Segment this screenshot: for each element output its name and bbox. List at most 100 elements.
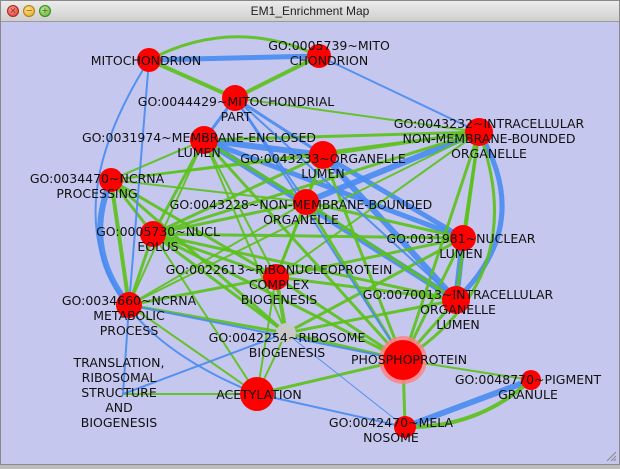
zoom-icon[interactable]: + <box>39 5 51 17</box>
edge-go42254-go31981[interactable] <box>284 236 465 335</box>
node-label-line: ORGANELLE <box>420 302 496 317</box>
node-go42254[interactable] <box>276 323 296 343</box>
edge-go43228-go31981[interactable] <box>304 200 465 240</box>
node-label-line: CHONDRION <box>290 53 369 68</box>
edge-go43232-go70013[interactable] <box>453 129 505 303</box>
edge-go34660-go43232[interactable] <box>128 131 480 306</box>
edge-acetyl-go42470[interactable] <box>256 393 406 428</box>
minimize-icon[interactable]: − <box>23 5 35 17</box>
node-go31974[interactable] <box>190 126 218 154</box>
edge-go43228-go5730[interactable] <box>151 200 308 236</box>
edge-go22613-phospho[interactable] <box>274 275 405 362</box>
node-go5739[interactable] <box>307 44 331 68</box>
edge-go31974-go43233[interactable] <box>201 137 326 158</box>
edge-go43228-go22613[interactable] <box>274 200 308 279</box>
edge-go31974-go43232[interactable] <box>202 130 481 142</box>
edge-go34660-phospho[interactable] <box>128 304 404 361</box>
node-phospho[interactable] <box>383 340 423 380</box>
edge-go34470-go34660[interactable] <box>97 177 132 308</box>
edge-go5739-go43232[interactable] <box>318 55 480 133</box>
edge-go31974-phospho[interactable] <box>202 138 405 362</box>
node-label-line: GO:0048770~PIGMENT <box>455 372 602 387</box>
node-go5730[interactable] <box>140 221 166 247</box>
edge-go31974-go34660[interactable] <box>128 139 205 306</box>
node-mito[interactable] <box>137 48 161 72</box>
node-go43233[interactable] <box>309 141 337 169</box>
node-label-line: NOSOME <box>363 430 419 445</box>
edge-go42254-transl[interactable] <box>122 332 287 395</box>
edge-go43232-go22613[interactable] <box>275 131 480 278</box>
node-go22613[interactable] <box>263 264 289 290</box>
node-acetyl[interactable] <box>240 377 274 411</box>
node-go43228[interactable] <box>293 189 319 215</box>
edge-mito-go44429[interactable] <box>147 58 237 100</box>
node-go42470[interactable] <box>394 416 416 438</box>
edge-go43233-go31981[interactable] <box>320 152 466 241</box>
node-go48770[interactable] <box>521 370 541 390</box>
edge-go43228-go34660[interactable] <box>128 201 307 306</box>
edge-go34660-transl[interactable] <box>122 304 130 395</box>
node-go34660[interactable] <box>116 292 142 318</box>
edge-go42254-go70013[interactable] <box>284 298 458 335</box>
node-label-line: GO:0005730~NUCL <box>96 224 220 239</box>
edge-mito-go5739[interactable] <box>147 35 321 62</box>
resize-grip-icon[interactable] <box>605 450 617 462</box>
edge-go42254-go42470[interactable] <box>285 332 406 428</box>
edge-go48770-go42470[interactable] <box>402 377 534 430</box>
edge-go5739-go44429[interactable] <box>233 54 321 100</box>
edge-go43232-go70013[interactable] <box>454 130 481 302</box>
node-label-line: ORGANELLE <box>451 146 527 161</box>
window-titlebar[interactable]: × − + EM1_Enrichment Map <box>1 1 619 22</box>
node-go31981[interactable] <box>450 225 476 251</box>
edge-mito-acetyl[interactable] <box>94 59 258 395</box>
edge-go43232-phospho[interactable] <box>401 130 481 362</box>
edge-go5730-go22613[interactable] <box>151 232 278 279</box>
node-label-line: ORGANELLE <box>263 212 339 227</box>
edge-go43232-phospho[interactable] <box>401 130 497 362</box>
edge-go34660-acetyl[interactable] <box>128 304 258 395</box>
node-label-line: LUMEN <box>177 145 221 160</box>
edge-go5730-go42254[interactable] <box>151 232 288 335</box>
node-go34470[interactable] <box>99 168 123 192</box>
edge-go22613-acetyl[interactable] <box>256 276 277 395</box>
edge-go44429-go43233[interactable] <box>233 96 325 157</box>
edge-go31974-go22613[interactable] <box>203 139 277 278</box>
close-icon[interactable]: × <box>7 5 19 17</box>
node-label-line: LUMEN <box>439 246 483 261</box>
edge-go31974-go34470[interactable] <box>110 139 205 181</box>
node-label-line: GO:0043233~ORGANELLE <box>240 151 406 166</box>
edge-go34470-go34660[interactable] <box>109 178 131 307</box>
edge-go34470-go42254[interactable] <box>109 178 288 335</box>
edge-go42470-go48770[interactable] <box>403 378 533 430</box>
node-go70013[interactable] <box>442 286 470 314</box>
edge-mito-go34660[interactable] <box>128 59 150 306</box>
edge-go43233-go70013[interactable] <box>320 152 459 303</box>
edge-phospho-acetyl[interactable] <box>255 358 405 396</box>
edge-go43232-go5730[interactable] <box>151 130 481 236</box>
edge-go43228-go70013[interactable] <box>304 200 458 302</box>
edge-go44429-go43232[interactable] <box>234 97 480 133</box>
edge-go43228-go34470[interactable] <box>110 179 307 203</box>
edge-go44429-go70013[interactable] <box>234 97 457 301</box>
node-label-line: STRUCTURE <box>81 385 157 400</box>
edge-go5730-go70013[interactable] <box>151 232 458 302</box>
edge-go22613-go34660[interactable] <box>127 275 278 307</box>
node-go44429[interactable] <box>222 85 248 111</box>
node-go43232[interactable] <box>465 118 493 146</box>
edge-go34470-go43233[interactable] <box>110 154 324 181</box>
edge-go22613-go31981[interactable] <box>274 236 465 279</box>
edge-go44429-phospho[interactable] <box>234 97 404 361</box>
close-glyph: × <box>9 6 17 15</box>
edge-go5730-acetyl[interactable] <box>152 233 258 395</box>
node-label-line: BIOGENESIS <box>81 415 158 430</box>
edge-mito-go5739[interactable] <box>146 53 322 63</box>
